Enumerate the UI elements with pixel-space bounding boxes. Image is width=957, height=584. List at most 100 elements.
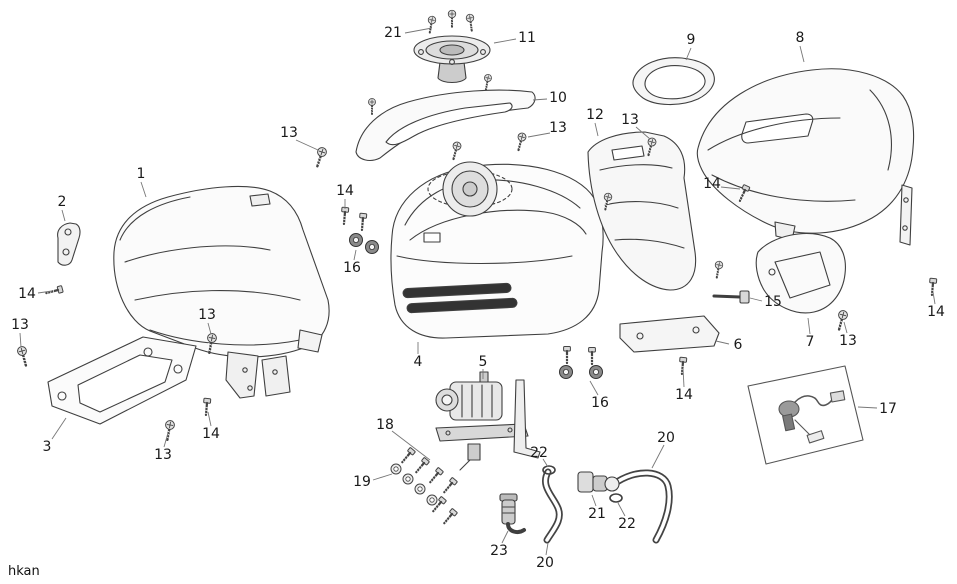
part-3-side-panel bbox=[47, 336, 197, 425]
leader-line bbox=[857, 406, 878, 409]
bolt-icon bbox=[357, 212, 368, 232]
screw-icon bbox=[464, 12, 477, 33]
part-23-elbow-fitting bbox=[499, 493, 526, 534]
part-6-rear-bracket bbox=[619, 315, 720, 353]
part-number-label: 22 bbox=[618, 516, 636, 532]
part-12-inner-bracket bbox=[587, 131, 697, 291]
part-17-sender-kit bbox=[747, 365, 864, 465]
bolt-icon bbox=[587, 346, 597, 366]
screw-icon bbox=[311, 145, 329, 169]
part-number-label: 5 bbox=[479, 354, 488, 370]
leader-line bbox=[542, 458, 549, 468]
part-number-label: 19 bbox=[353, 474, 371, 490]
grommet-icon bbox=[364, 239, 380, 255]
part-number-label: 14 bbox=[336, 183, 354, 199]
part-number-label: 9 bbox=[687, 32, 696, 48]
bolt-icon bbox=[440, 507, 459, 527]
leader-line bbox=[372, 473, 393, 481]
leader-line bbox=[37, 290, 53, 294]
leader-line bbox=[545, 542, 549, 556]
part-number-label: 23 bbox=[490, 543, 508, 559]
grommet-icon bbox=[558, 364, 574, 380]
washer-icon bbox=[390, 463, 402, 475]
part-number-label: 13 bbox=[621, 112, 639, 128]
part-10-top-cover bbox=[355, 89, 536, 161]
washer-icon bbox=[414, 483, 426, 495]
part-9-air-duct-cover bbox=[632, 57, 715, 106]
part-20-hoses bbox=[541, 468, 673, 544]
part-number-label: 13 bbox=[154, 447, 172, 463]
washer-icon bbox=[426, 494, 438, 506]
leader-line bbox=[594, 122, 599, 137]
washer-icon bbox=[402, 473, 414, 485]
leader-line bbox=[749, 297, 763, 302]
bolt-icon bbox=[426, 466, 445, 486]
leader-line bbox=[720, 186, 741, 190]
part-number-label: 14 bbox=[18, 286, 36, 302]
screw-icon bbox=[367, 97, 377, 115]
part-number-label: 7 bbox=[806, 334, 815, 350]
part-number-label: 2 bbox=[58, 194, 67, 210]
part-number-label: 12 bbox=[586, 107, 604, 123]
leader-line bbox=[715, 340, 730, 345]
part-number-label: 16 bbox=[343, 260, 361, 276]
part-2-bracket bbox=[57, 222, 81, 266]
leader-line bbox=[591, 494, 597, 507]
bolt-icon bbox=[339, 206, 350, 226]
bolt-icon bbox=[562, 345, 572, 365]
leader-line bbox=[61, 209, 66, 222]
leader-line bbox=[51, 417, 67, 440]
watermark-text: hkan bbox=[8, 564, 40, 579]
part-number-label: 21 bbox=[384, 25, 402, 41]
screw-icon bbox=[15, 344, 32, 368]
part-number-label: 14 bbox=[675, 387, 693, 403]
part-number-label: 16 bbox=[591, 395, 609, 411]
screw-icon bbox=[833, 308, 850, 332]
leader-line bbox=[19, 332, 22, 348]
part-15-bolt bbox=[712, 290, 750, 304]
leader-line bbox=[685, 47, 692, 61]
part-number-label: 14 bbox=[703, 176, 721, 192]
leader-line bbox=[799, 45, 805, 63]
screw-icon bbox=[513, 131, 528, 153]
leader-line bbox=[163, 432, 169, 448]
part-11-fuel-cap bbox=[413, 35, 491, 84]
leader-line bbox=[404, 27, 433, 34]
leader-line bbox=[807, 317, 811, 335]
screw-icon bbox=[447, 9, 457, 28]
bolt-icon bbox=[677, 356, 688, 376]
screw-icon bbox=[712, 259, 725, 280]
part-number-label: 22 bbox=[530, 445, 548, 461]
part-number-label: 11 bbox=[518, 30, 536, 46]
bolt-icon bbox=[398, 446, 417, 466]
part-number-label: 14 bbox=[927, 304, 945, 320]
leader-line bbox=[295, 139, 319, 151]
part-number-label: 13 bbox=[280, 125, 298, 141]
leader-line bbox=[589, 380, 599, 396]
part-number-label: 6 bbox=[734, 337, 743, 353]
part-18-19-hardware bbox=[390, 446, 459, 527]
part-21-joint bbox=[577, 471, 620, 493]
part-number-label: 14 bbox=[202, 426, 220, 442]
leader-line bbox=[391, 430, 431, 461]
part-5-fuel-pump bbox=[435, 371, 541, 471]
leader-line bbox=[932, 291, 936, 305]
leader-line bbox=[532, 98, 548, 101]
bolt-icon bbox=[201, 397, 212, 417]
part-number-label: 3 bbox=[43, 439, 52, 455]
part-number-label: 13 bbox=[839, 333, 857, 349]
leader-line bbox=[353, 249, 357, 261]
screw-icon bbox=[161, 418, 177, 442]
leader-line bbox=[651, 444, 665, 469]
leader-line bbox=[493, 38, 517, 44]
leader-line bbox=[617, 502, 626, 517]
part-4-fuel-tank bbox=[390, 161, 604, 339]
part-number-label: 15 bbox=[764, 294, 782, 310]
part-number-label: 1 bbox=[137, 166, 146, 182]
bolt-icon bbox=[44, 284, 65, 298]
part-number-label: 10 bbox=[549, 90, 567, 106]
part-number-label: 4 bbox=[414, 354, 423, 370]
bolt-icon bbox=[440, 476, 459, 496]
screw-icon bbox=[481, 72, 494, 92]
